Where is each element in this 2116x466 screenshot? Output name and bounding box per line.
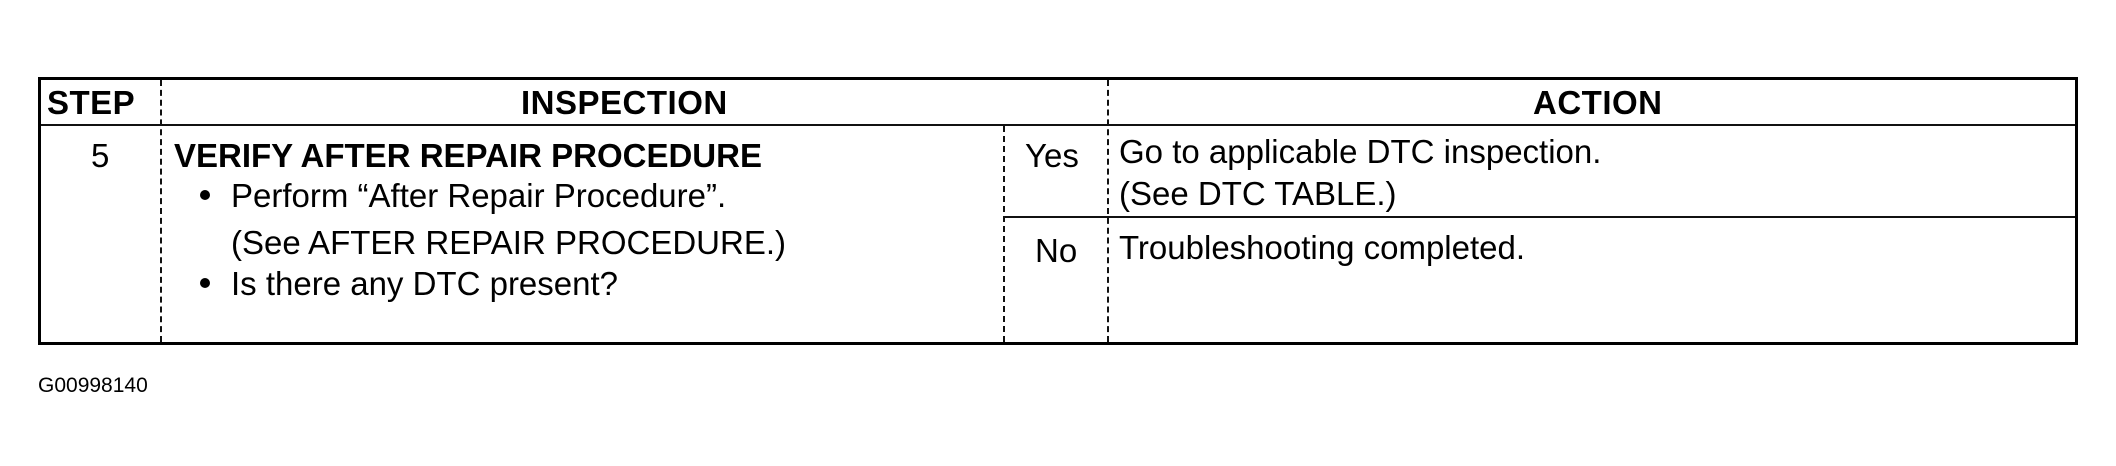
header-step: STEP (47, 84, 136, 121)
header-divider (41, 124, 2075, 126)
action-column-divider (1107, 80, 1109, 342)
header-inspection: INSPECTION (521, 84, 728, 121)
action-no-line-1: Troubleshooting completed. (1119, 229, 1526, 266)
action-yes-line-2: (See DTC TABLE.) (1119, 175, 1397, 212)
yes-no-divider (1003, 216, 2075, 218)
figure-code: G00998140 (38, 374, 148, 397)
step-number: 5 (91, 137, 110, 174)
answer-no: No (1035, 232, 1078, 269)
inspection-step-2: Is there any DTC present? (231, 265, 619, 302)
answer-column-divider (1003, 126, 1005, 342)
action-yes-line-1: Go to applicable DTC inspection. (1119, 133, 1602, 170)
inspection-title: VERIFY AFTER REPAIR PROCEDURE (174, 137, 762, 174)
bullet-point (200, 278, 210, 288)
answer-yes: Yes (1025, 137, 1079, 174)
bullet-point (200, 190, 210, 200)
inspection-step-1-reference: (See AFTER REPAIR PROCEDURE.) (231, 224, 786, 261)
step-column-divider (160, 80, 162, 342)
header-action: ACTION (1533, 84, 1663, 121)
inspection-step-1: Perform “After Repair Procedure”. (231, 177, 727, 214)
inspection-table: STEP INSPECTION ACTION 5 VERIFY AFTER RE… (38, 77, 2078, 345)
